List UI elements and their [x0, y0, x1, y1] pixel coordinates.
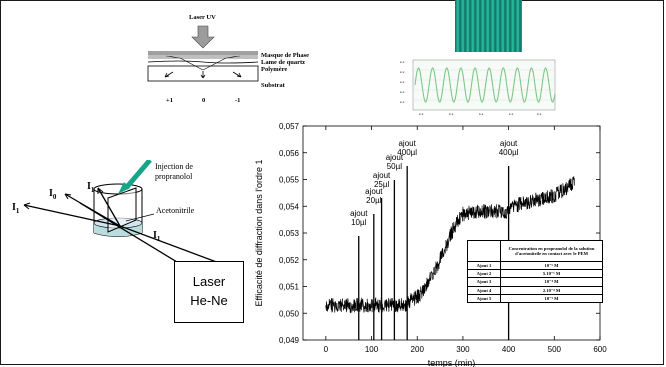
- addition-marker-label: ajout: [373, 171, 391, 180]
- data-series-trace: [325, 176, 575, 314]
- order-plus1: +1: [166, 97, 173, 104]
- y-tick-label: 0,051: [279, 283, 300, 292]
- svg-text:■ ■: ■ ■: [537, 112, 542, 116]
- beam-i1-up: [97, 187, 121, 227]
- cell-schematic: [23, 160, 239, 277]
- acetonitrile-label: Acetonitrile: [156, 206, 195, 215]
- svg-text:■ ■: ■ ■: [509, 112, 514, 116]
- svg-text:■ ■: ■ ■: [400, 80, 405, 84]
- x-tick-label: 200: [411, 345, 425, 354]
- addition-marker-label: 25µl: [374, 180, 390, 189]
- addition-marker-label: ajout: [386, 153, 404, 162]
- y-tick-label: 0,049: [279, 336, 300, 345]
- svg-text:■ ■: ■ ■: [449, 112, 454, 116]
- table-header-row: Concentration en propranolol de la solut…: [467, 240, 603, 262]
- table-header: Concentration en propranolol de la solut…: [500, 240, 603, 262]
- y-tick-label: 0,055: [279, 176, 300, 185]
- svg-text:■ ■: ■ ■: [479, 112, 484, 116]
- y-tick-label: 0,056: [279, 149, 300, 158]
- injection-arrow-icon: [124, 160, 152, 190]
- y-tick-label: 0,054: [279, 202, 300, 211]
- inset-profile-plot: ■ ■ ■ ■ ■ ■ ■ ■ ■ ■ ■ ■ ■ ■ ■ ■ ■ ■ ■ ■: [400, 59, 556, 116]
- i1-label-right: I1: [153, 230, 161, 243]
- addition-marker-label: ajout: [350, 209, 368, 218]
- concentration-table: Concentration en propranolol de la solut…: [467, 240, 603, 303]
- svg-text:■ ■: ■ ■: [400, 100, 405, 104]
- addition-marker-label: 20µl: [366, 196, 382, 205]
- order-minus1: -1: [235, 97, 241, 104]
- x-tick-label: 300: [456, 345, 470, 354]
- svg-text:■ ■: ■ ■: [400, 90, 405, 94]
- addition-marker-label: ajout: [365, 187, 383, 196]
- addition-marker-label: ajout: [500, 139, 518, 148]
- svg-text:■ ■: ■ ■: [400, 70, 405, 74]
- x-tick-label: 500: [548, 345, 562, 354]
- beam-i1-left: [23, 204, 121, 227]
- x-tick-label: 100: [365, 345, 379, 354]
- x-tick-label: 0: [324, 345, 329, 354]
- addition-marker-label: 50µl: [387, 162, 403, 171]
- y-tick-label: 0,050: [279, 309, 300, 318]
- addition-marker-label: 400µl: [499, 148, 519, 157]
- order-0: 0: [202, 97, 206, 104]
- y-axis-label: Efficacité de diffraction dans l'ordre 1: [254, 160, 264, 307]
- svg-text:■ ■: ■ ■: [419, 112, 424, 116]
- y-tick-label: 0,057: [279, 122, 300, 131]
- i0-label: I0: [49, 188, 57, 201]
- laser-uv-label: Laser UV: [189, 14, 216, 21]
- inset-sinusoid: [414, 67, 556, 103]
- addition-marker-label: ajout: [398, 139, 416, 148]
- i1-label-left: I1: [12, 202, 20, 215]
- y-tick-label: 0,053: [279, 229, 300, 238]
- y-tick-label: 0,052: [279, 256, 300, 265]
- x-tick-label: 400: [502, 345, 516, 354]
- i1-label-top: I1: [87, 181, 95, 194]
- x-tick-label: 600: [593, 345, 607, 354]
- lame-label: Lame de quartz: [261, 59, 306, 66]
- svg-text:■ ■: ■ ■: [400, 60, 405, 64]
- uv-arrow-icon: [191, 25, 215, 49]
- beam-i0: [64, 193, 121, 227]
- substrat-label: Substrat: [261, 82, 285, 89]
- addition-marker-label: 400µl: [397, 148, 417, 157]
- masque-label: Masque de Phase: [261, 52, 310, 59]
- grating-image: [455, 0, 522, 52]
- setup-schematic: [147, 25, 259, 82]
- x-axis-label: temps (min): [428, 358, 476, 367]
- addition-marker-label: 10µl: [351, 218, 367, 227]
- polymere-label: Polymère: [261, 66, 288, 73]
